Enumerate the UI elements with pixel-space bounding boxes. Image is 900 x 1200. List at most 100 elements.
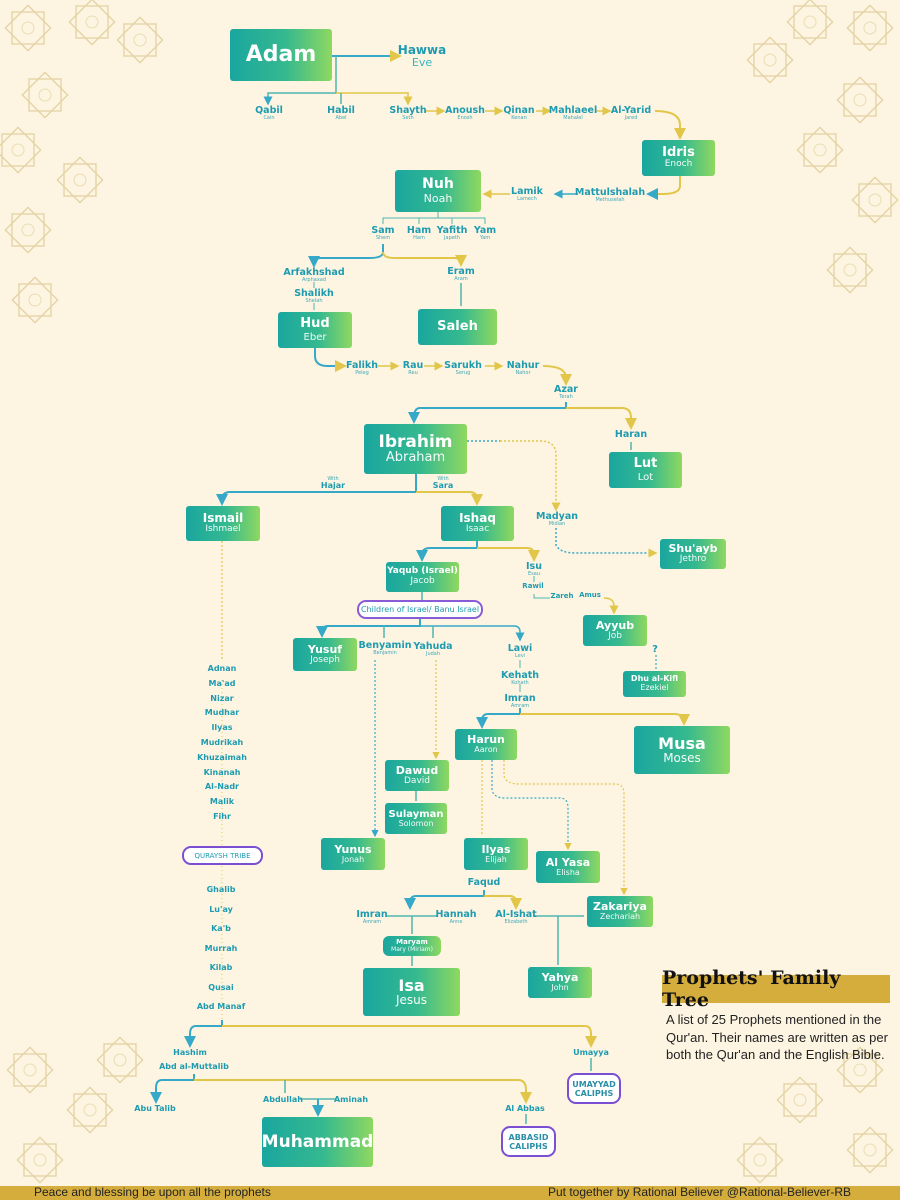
label-with-sara-prefix: With (437, 476, 449, 482)
arab-ancestor-10: Fihr (213, 812, 231, 821)
node-saleh-name: Saleh (437, 318, 478, 334)
connector-38 (533, 594, 550, 599)
node-shuayb-name: Shu'ayb (668, 542, 718, 555)
label-benyamin-english: Benjamin (373, 649, 397, 656)
pill-children-of-israel-text: Children of Israel/ Banu Israel (360, 605, 480, 614)
arab-ancestor-4: Ilyas (211, 723, 233, 733)
label-sarukh-english: Serug (455, 369, 471, 376)
label-aminah: Aminah (333, 1095, 369, 1104)
label-benyamin-name: Benyamin (358, 640, 412, 651)
label-mattulshalah-english: Methuselah (595, 196, 625, 203)
node-lut-name: Lut (633, 456, 658, 472)
node-alyasa-name: Al Yasa (545, 855, 591, 869)
pill-quraysh-text: QURAYSH TRIBE (194, 851, 251, 860)
node-maryam-name: Maryam (396, 937, 428, 946)
label-rau-english: Reu (408, 369, 418, 376)
node-nuh-name: Nuh (422, 176, 454, 193)
label-sam-name: Sam (371, 225, 395, 236)
node-ilyas-english: Elijah (485, 854, 507, 864)
node-hud-name: Hud (300, 316, 330, 332)
connector-30 (416, 491, 483, 506)
arab-ancestor-6: Khuzaimah (197, 752, 247, 762)
node-yaqub-english: Jacob (410, 576, 435, 586)
connector-39 (603, 597, 619, 615)
connector-63 (184, 1020, 223, 1048)
label-haran-name: Haran (614, 429, 648, 440)
connector-55 (503, 760, 628, 896)
arab-ancestor-8: Al-Nadr (204, 782, 240, 792)
label-with-hajar-name: Hajar (320, 481, 346, 491)
label-azar-name: Azar (554, 384, 578, 395)
label-yafith-name: Yafith (436, 225, 468, 236)
node-lut-english: Lot (637, 471, 654, 483)
label-imran2-name: Imran (356, 909, 388, 920)
label-amus: Amus (579, 591, 601, 599)
label-mahlaeel-name: Mahlaeel (548, 105, 598, 116)
node-muhammad: Muhammad (262, 1117, 373, 1167)
connector-24 (408, 402, 567, 424)
connector-42 (420, 625, 525, 642)
node-isa-name: Isa (398, 975, 425, 995)
node-dhulkifl-english: Ezekiel (640, 683, 669, 692)
label-qmark: ? (652, 644, 658, 655)
quraysh-ancestor-5: Qusai (208, 982, 234, 992)
label-falikh-name: Falikh (346, 360, 378, 371)
label-rawil-name: Rawil (522, 582, 544, 590)
quraysh-ancestor-2: Ka'b (211, 924, 231, 933)
label-with-hajar-prefix: With (327, 476, 339, 482)
label-dhulkifl-unknown: ? (652, 644, 658, 656)
quraysh-ancestor-1: Lu'ay (209, 904, 233, 914)
label-hannah-name: Hannah (435, 909, 477, 920)
label-qabil-name: Qabil (255, 105, 283, 116)
label-shayth-english: Seth (402, 114, 414, 121)
quraysh-ancestor-4: Kilab (209, 963, 233, 972)
label-faqud-name: Faqud (467, 877, 501, 888)
label-qabil-english: Cain (263, 114, 275, 121)
legend-title: Prophets' Family Tree (662, 967, 890, 1011)
pill-abbasid: ABBASID CALIPHS (501, 1126, 556, 1157)
label-amus-name: Amus (579, 591, 601, 599)
label-yahuda-english: Judah (425, 650, 441, 657)
label-hashim: Hashim (173, 1048, 207, 1057)
node-maryam-english: Mary (Miriam) (391, 945, 433, 953)
label-sarukh-name: Sarukh (444, 360, 482, 371)
label-alishat-name: Al-Ishat (495, 909, 537, 920)
node-ishaq-name: Ishaq (459, 510, 496, 525)
node-hud-english: Eber (303, 331, 327, 343)
quraysh-ancestor-6: Abd Manaf (196, 1002, 246, 1011)
footer-dedication: Peace and blessing be upon all the proph… (34, 1185, 271, 1199)
label-shayth-name: Shayth (389, 105, 427, 116)
arab-ancestor-7: Kinanah (203, 767, 241, 777)
label-abdulmuttalib: Abd al-Muttalib (159, 1062, 229, 1071)
label-madyan-english: Midian (548, 520, 566, 527)
connector-19 (314, 348, 347, 372)
node-saleh: Saleh (418, 309, 497, 345)
arab-ancestor-0: Adnan (207, 664, 237, 673)
label-eram-english: Aram (454, 275, 468, 282)
label-habil-name: Habil (327, 105, 355, 116)
node-ismail-name: Ismail (202, 510, 244, 525)
label-alyarid-english: Jared (624, 114, 638, 121)
connector-10 (646, 176, 681, 200)
